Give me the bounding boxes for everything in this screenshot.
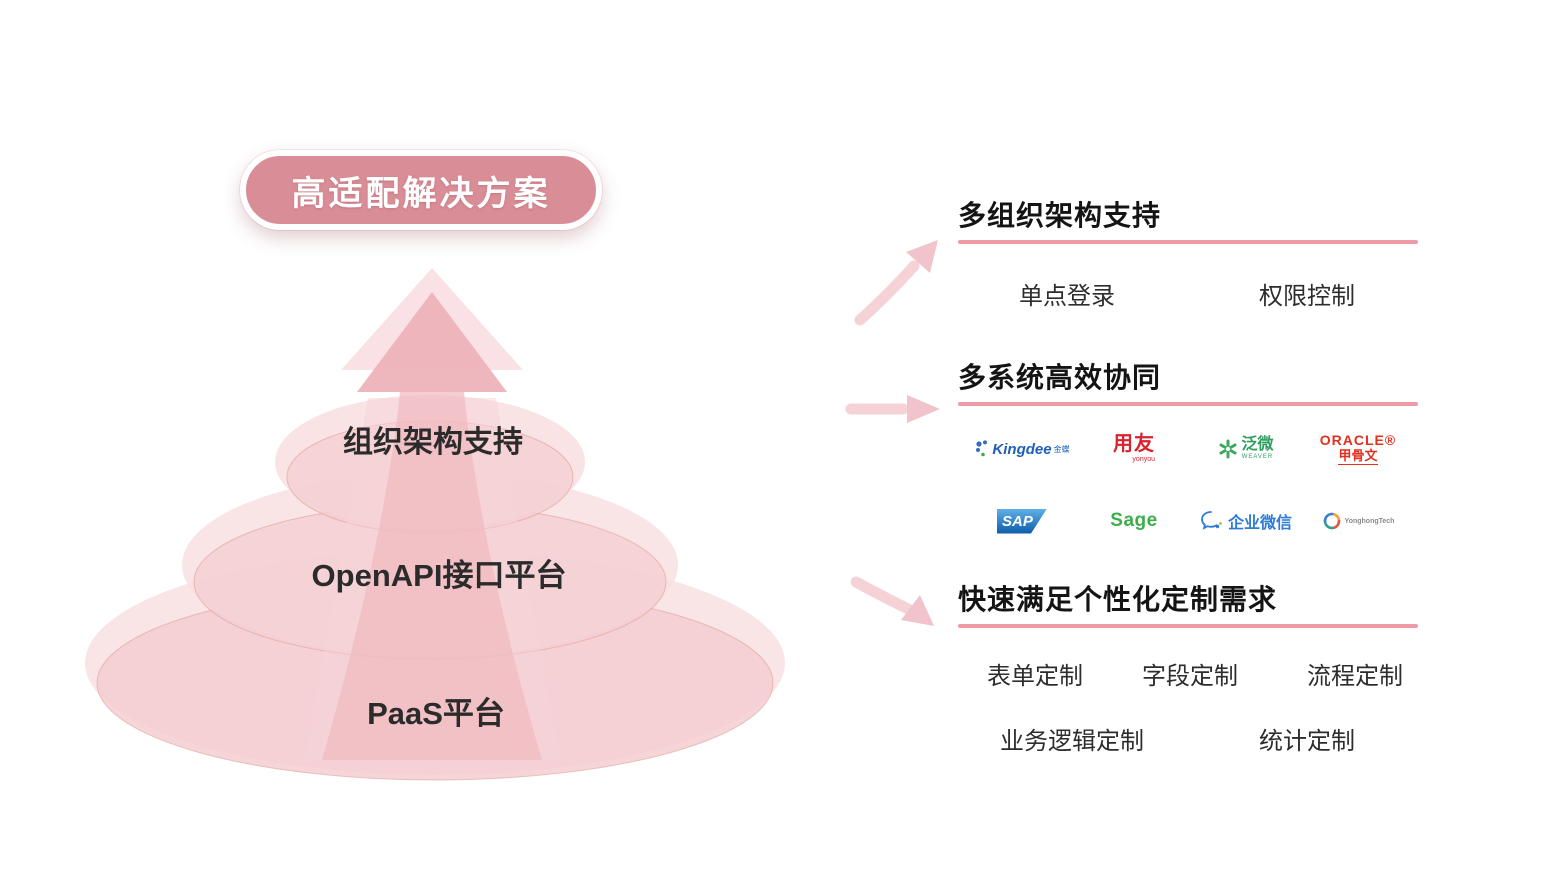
yonghong-ring-icon bbox=[1323, 512, 1340, 530]
title-pill-label: 高适配解决方案 bbox=[291, 174, 551, 213]
section-multi-org: 多组织架构支持 单点登录 权限控制 bbox=[958, 194, 1420, 334]
section-1-divider bbox=[958, 240, 1418, 244]
kingdee-dots-icon bbox=[976, 440, 988, 457]
yonyou-wordmark: 用友 bbox=[1113, 433, 1155, 456]
feature-business-logic-custom: 业务逻辑定制 bbox=[1000, 728, 1144, 755]
arrow-to-section-3 bbox=[850, 576, 934, 626]
weaver-en-label: WEAVER bbox=[1241, 454, 1274, 461]
feature-process-custom: 流程定制 bbox=[1307, 663, 1403, 690]
title-pill: 高适配解决方案 bbox=[240, 150, 602, 230]
arrow-curve-up-head bbox=[906, 240, 938, 273]
oracle-cn-label: 甲骨文 bbox=[1338, 448, 1378, 465]
pyramid-tier2-label: OpenAPI接口平台 bbox=[311, 558, 567, 593]
wecom-wordmark: 企业微信 bbox=[1227, 515, 1292, 532]
arrow-curve-up-shaft bbox=[854, 260, 920, 326]
feature-sso: 单点登录 bbox=[1019, 283, 1115, 310]
pyramid-graphic bbox=[85, 268, 785, 781]
feature-statistics-custom: 统计定制 bbox=[1259, 728, 1355, 755]
section-1-title: 多组织架构支持 bbox=[958, 200, 1162, 231]
pyramid-tier1-label: 组织架构支持 bbox=[343, 426, 523, 459]
feature-field-custom: 字段定制 bbox=[1142, 663, 1238, 690]
arrow-to-section-2 bbox=[845, 395, 940, 423]
wecom-bubble-icon bbox=[1201, 511, 1222, 530]
section-3-title: 快速满足个性化定制需求 bbox=[958, 584, 1278, 615]
section-2-divider bbox=[958, 402, 1418, 406]
section-3-divider bbox=[958, 624, 1418, 628]
arrow-curve-down-head bbox=[901, 595, 934, 626]
feature-form-custom: 表单定制 bbox=[987, 663, 1083, 690]
sap-logo: SAP bbox=[997, 500, 1047, 542]
feature-permission: 权限控制 bbox=[1259, 283, 1355, 310]
arrow-straight-head bbox=[907, 395, 940, 423]
arrow-curve-down-shaft bbox=[850, 576, 916, 616]
yonghong-logo: YonghongTech bbox=[1322, 500, 1395, 542]
weaver-wordmark: 泛微 bbox=[1241, 436, 1274, 454]
pyramid-tier3-label: PaaS平台 bbox=[367, 696, 505, 731]
yonghong-wordmark: YonghongTech bbox=[1344, 517, 1395, 525]
yonyou-logo: 用友 yonyou bbox=[1113, 428, 1155, 470]
section-customization: 快速满足个性化定制需求 表单定制 字段定制 流程定制 业务逻辑定制 统计定制 bbox=[958, 578, 1420, 778]
sap-wordmark: SAP bbox=[1002, 512, 1033, 530]
center-arrow-head bbox=[357, 292, 507, 392]
sage-wordmark: Sage bbox=[1110, 510, 1158, 531]
section-2-title: 多系统高效协同 bbox=[958, 362, 1162, 393]
yonyou-en-label: yonyou bbox=[1132, 456, 1155, 464]
partner-logo-grid: Kingdee 金蝶 用友 yonyou bbox=[966, 428, 1414, 542]
wecom-logo: 企业微信 bbox=[1200, 500, 1292, 542]
section-multi-system: 多系统高效协同 Kingdee 金蝶 用友 yonyou bbox=[958, 356, 1420, 566]
kingdee-logo: Kingdee 金蝶 bbox=[974, 428, 1070, 470]
sage-logo: Sage bbox=[1110, 500, 1157, 542]
sap-badge: SAP bbox=[997, 508, 1047, 534]
kingdee-wordmark: Kingdee bbox=[992, 440, 1052, 458]
weaver-pinwheel-icon bbox=[1219, 439, 1237, 459]
center-arrow-shaft bbox=[322, 392, 542, 760]
oracle-logo: ORACLE® 甲骨文 bbox=[1320, 428, 1396, 470]
arrow-to-section-1 bbox=[854, 240, 938, 326]
oracle-wordmark: ORACLE® bbox=[1319, 432, 1397, 449]
kingdee-cn-label: 金蝶 bbox=[1053, 444, 1070, 454]
weaver-logo: 泛微 WEAVER bbox=[1218, 428, 1274, 470]
